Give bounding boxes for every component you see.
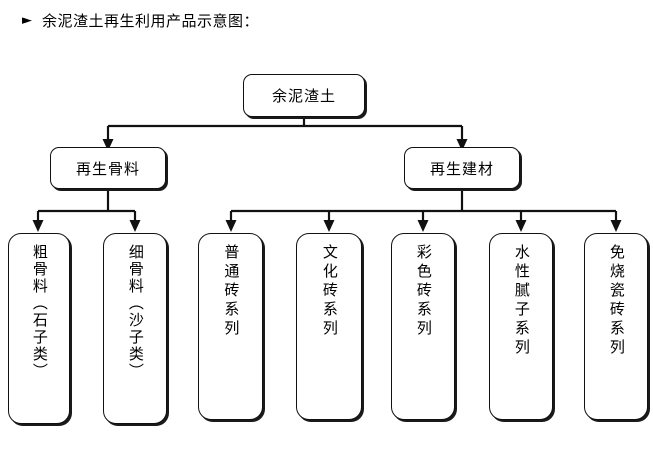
node-plain-brick-series[interactable]: 普通砖系列 — [198, 233, 263, 420]
arrowhead-to-color-brick — [417, 220, 429, 232]
node-coarse-aggregate[interactable]: 粗骨料（石子类） — [8, 233, 70, 424]
node-color-brick-series[interactable]: 彩色砖系列 — [391, 233, 455, 420]
node-recycled-building-material-label: 再生建材 — [429, 159, 494, 178]
arrowhead-to-coarse — [32, 220, 44, 232]
node-recycled-aggregate[interactable]: 再生骨料 — [50, 147, 166, 189]
node-recycled-building-material[interactable]: 再生建材 — [404, 147, 520, 189]
arrowhead-to-fine — [129, 220, 141, 232]
node-fine-aggregate[interactable]: 细骨料（沙子类） — [103, 233, 167, 424]
node-fine-aggregate-label: 细骨料（沙子类） — [126, 244, 145, 380]
node-root-label: 余泥渣土 — [271, 87, 336, 105]
arrowhead-to-putty — [515, 220, 527, 232]
node-recycled-aggregate-label: 再生骨料 — [75, 159, 140, 178]
arrowhead-to-tile — [610, 220, 622, 232]
node-waterborne-putty-series-label: 水性腻子系列 — [512, 244, 531, 358]
node-waterborne-putty-series[interactable]: 水性腻子系列 — [489, 233, 553, 420]
node-root[interactable]: 余泥渣土 — [243, 74, 365, 117]
arrowhead-to-culture-brick — [323, 220, 335, 232]
node-unfired-ceramic-tile-series-label: 免烧瓷砖系列 — [607, 244, 626, 358]
page-title-row: ► 余泥渣土再生利用产品示意图： — [22, 10, 259, 31]
page-title: 余泥渣土再生利用产品示意图： — [42, 12, 260, 30]
node-culture-brick-series[interactable]: 文化砖系列 — [296, 233, 362, 420]
arrowhead-to-plain-brick — [225, 220, 237, 232]
node-unfired-ceramic-tile-series[interactable]: 免烧瓷砖系列 — [584, 233, 648, 420]
node-culture-brick-series-label: 文化砖系列 — [320, 244, 339, 339]
bullet-triangle-icon: ► — [22, 13, 32, 28]
node-plain-brick-series-label: 普通砖系列 — [222, 244, 241, 339]
node-color-brick-series-label: 彩色砖系列 — [414, 244, 433, 339]
node-coarse-aggregate-label: 粗骨料（石子类） — [30, 244, 49, 380]
